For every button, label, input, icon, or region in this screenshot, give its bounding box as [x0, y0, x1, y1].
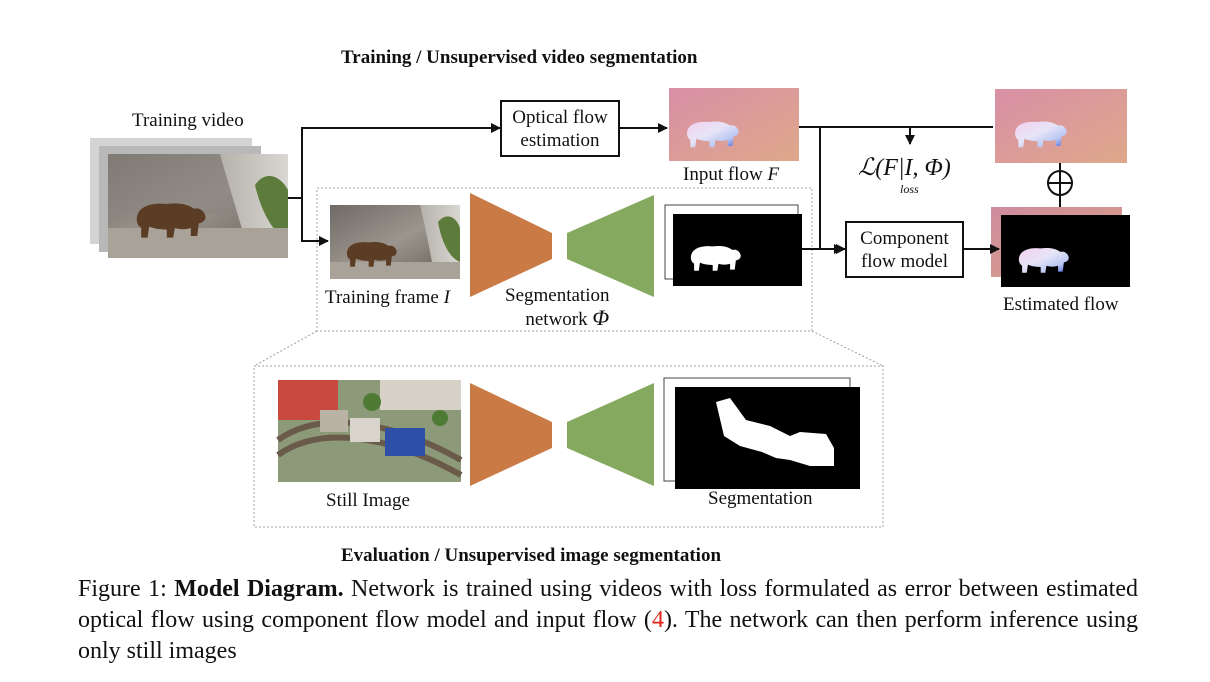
- segmentation-network-line2: network: [525, 309, 593, 330]
- segmentation-network-line1: Segmentation: [505, 285, 610, 306]
- model-diagram: [90, 88, 1130, 528]
- optical-flow-box-line1: Optical flow: [512, 106, 608, 128]
- input-flow-image: [669, 88, 799, 161]
- caption-text-2: ). The network can then perform inferenc…: [78, 607, 1138, 664]
- component-flow-model-box: Component flow model: [845, 221, 964, 278]
- still-image: [276, 380, 463, 482]
- training-frame-text: Training frame: [325, 287, 444, 308]
- encoder-shape: [470, 193, 552, 297]
- training-mask-stack: [664, 204, 802, 286]
- component-flow-box-line1: Component: [860, 227, 949, 249]
- training-video-label: Training video: [132, 110, 244, 131]
- zoom-line-left: [253, 330, 318, 367]
- input-flow-symbol: F: [767, 164, 780, 185]
- loss-subscript: loss: [900, 182, 919, 196]
- caption-reference-link[interactable]: 4: [651, 607, 664, 633]
- eval-mask-stack: [663, 377, 860, 489]
- figure-caption: Figure 1: Model Diagram. Network is trai…: [78, 574, 1138, 667]
- still-image-label: Still Image: [326, 490, 410, 511]
- training-frame-label: Training frame I: [325, 287, 450, 309]
- optical-flow-estimation-box: Optical flow estimation: [500, 100, 620, 157]
- evaluation-region: [253, 365, 884, 528]
- training-section-title: Training / Unsupervised video segmentati…: [341, 47, 698, 68]
- estimated-flow-stack: [991, 207, 1130, 287]
- training-video-stack: [90, 138, 288, 258]
- plus-symbol: [1047, 170, 1073, 196]
- caption-prefix: Figure 1:: [78, 576, 175, 602]
- segmentation-network-label: Segmentation network Φ: [505, 285, 609, 331]
- eval-decoder-shape: [567, 383, 654, 486]
- training-frame-image: [330, 205, 460, 279]
- target-flow-image: [995, 89, 1127, 163]
- training-network-region: [316, 187, 813, 332]
- input-flow-text: Input flow: [683, 164, 768, 185]
- evaluation-section-title: Evaluation / Unsupervised image segmenta…: [341, 545, 722, 566]
- training-frame-symbol: I: [443, 287, 450, 308]
- loss-formula: ℒ(F|I, Φ): [858, 155, 951, 181]
- caption-text-1: Network is trained using videos with los…: [78, 576, 1138, 633]
- segmentation-network-symbol: Φ: [592, 305, 610, 330]
- input-flow-label: Input flow F: [683, 164, 779, 186]
- caption-bold-title: Model Diagram.: [174, 576, 344, 602]
- segmentation-label: Segmentation: [708, 488, 813, 509]
- connection-arrows: [288, 123, 1061, 254]
- decoder-shape: [567, 195, 654, 297]
- component-flow-box-line2: flow model: [860, 250, 949, 272]
- optical-flow-box-line2: estimation: [520, 129, 600, 151]
- zoom-line-right: [811, 330, 884, 367]
- estimated-flow-label: Estimated flow: [1003, 294, 1119, 315]
- eval-encoder-shape: [470, 383, 552, 486]
